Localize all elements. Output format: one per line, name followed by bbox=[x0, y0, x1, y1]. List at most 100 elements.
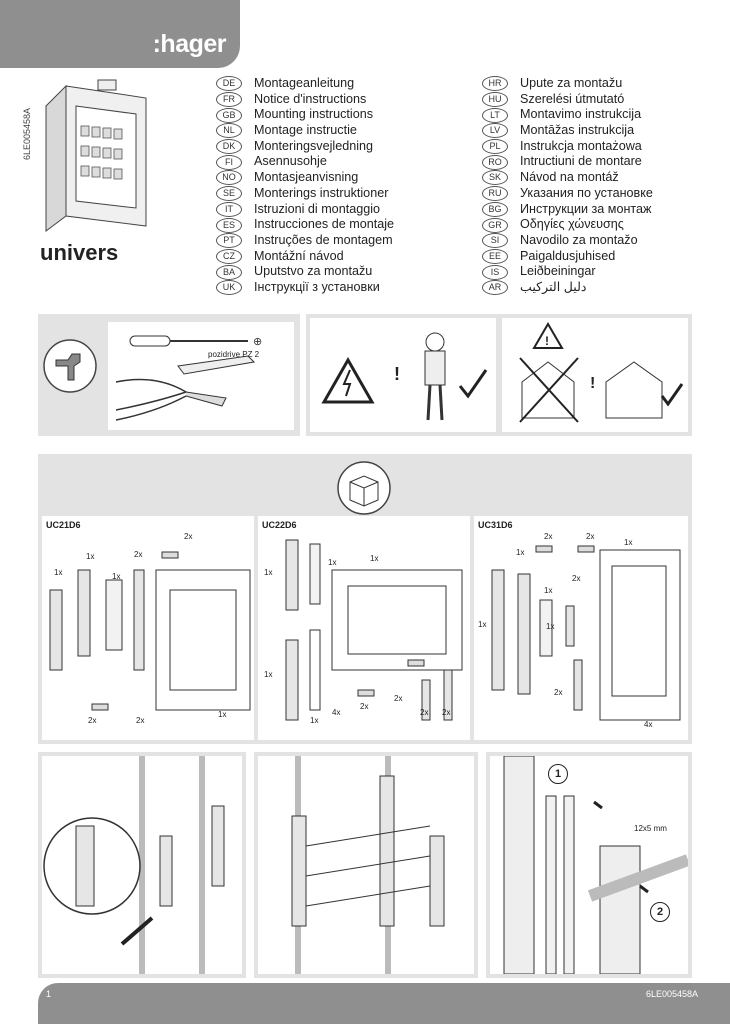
lang-title: Montavimo instrukcija bbox=[520, 107, 642, 122]
electrician-area: ! bbox=[310, 318, 496, 432]
lang-code: SI bbox=[482, 233, 508, 249]
lang-title: Инструкции за монтаж bbox=[520, 201, 652, 216]
svg-text:!: ! bbox=[590, 375, 595, 392]
svg-text:⊕: ⊕ bbox=[253, 336, 262, 348]
qty-label: 2x bbox=[442, 708, 451, 717]
qty-label: 2x bbox=[420, 708, 429, 717]
qty-label: 1x bbox=[516, 548, 525, 557]
lang-row: GB Mounting instructions bbox=[216, 107, 394, 123]
lang-code: CZ bbox=[216, 248, 242, 264]
qty-label: 2x bbox=[394, 694, 403, 703]
lang-code: AR bbox=[482, 280, 508, 296]
electrician-warning-drawing: ! bbox=[321, 332, 488, 421]
lang-title: Instrucciones de montaje bbox=[254, 217, 395, 232]
lang-title: Montage instructie bbox=[254, 123, 357, 138]
qty-label: 1x bbox=[544, 586, 553, 595]
lang-title: Notice d'instructions bbox=[254, 91, 367, 106]
lang-code: GR bbox=[482, 217, 508, 233]
step-drawing-brackets bbox=[291, 756, 445, 974]
lang-code: NO bbox=[216, 170, 242, 186]
lang-code: FR bbox=[216, 92, 242, 108]
lang-code: HU bbox=[482, 92, 508, 108]
step-area bbox=[42, 756, 242, 974]
lang-title: Montāžas instrukcija bbox=[520, 123, 635, 138]
lang-code: HR bbox=[482, 76, 508, 92]
qty-label: 2x bbox=[88, 716, 97, 725]
qty-label: 4x bbox=[332, 708, 341, 717]
lang-title: Navodilo za montažo bbox=[520, 232, 638, 247]
qty-label: 2x bbox=[544, 532, 553, 541]
tools-illustration-area: ⊕ pozidrive PZ 2 bbox=[108, 322, 294, 430]
qty-label: 1x bbox=[478, 620, 487, 629]
kit-card: UC21D6 2x 1x 1x 1x 2x 2x 2x 1x bbox=[42, 516, 254, 740]
lang-title: Leiðbeiningar bbox=[520, 264, 596, 279]
lang-title: Upute za montažu bbox=[520, 76, 623, 90]
lang-code: PT bbox=[216, 233, 242, 249]
lang-title: Intructiuni de montare bbox=[520, 154, 642, 169]
step-marker: 2 bbox=[650, 902, 670, 922]
lang-row: HR Upute za montažu bbox=[482, 76, 653, 92]
qty-label: 1x bbox=[310, 716, 319, 725]
qty-label: 2x bbox=[136, 716, 145, 725]
svg-text:!: ! bbox=[394, 364, 400, 384]
qty-label: 1x bbox=[264, 670, 273, 679]
qty-label: 1x bbox=[86, 552, 95, 561]
step-area: 1 2 12x5 mm bbox=[490, 755, 691, 975]
lang-title: Mounting instructions bbox=[254, 107, 374, 122]
lang-code: RO bbox=[482, 154, 508, 170]
lang-title: Návod na montáž bbox=[520, 170, 619, 185]
lang-title: Monteringsvejledning bbox=[254, 138, 374, 153]
footer-doc-ref: 6LE005458A bbox=[645, 989, 698, 999]
lang-title: Asennusohje bbox=[254, 154, 327, 169]
qty-label: 2x bbox=[360, 702, 369, 711]
qty-label: 1x bbox=[328, 558, 337, 567]
page-number: 1 bbox=[46, 989, 52, 999]
box-icon bbox=[337, 461, 391, 515]
lang-title: Istruzioni di montaggio bbox=[254, 201, 381, 216]
kit-parts-drawing bbox=[49, 551, 251, 711]
lang-row: ES Instrucciones de montaje bbox=[216, 217, 394, 233]
contents-panel: UC21D6 2x 1x 1x 1x 2x 2x 2x 1x UC22D6 bbox=[38, 454, 692, 744]
qty-label: 1x bbox=[218, 710, 227, 719]
tools-panel: ⊕ pozidrive PZ 2 bbox=[38, 314, 300, 436]
step-area bbox=[258, 756, 474, 974]
lang-title: Instrukcja montażowa bbox=[520, 138, 642, 153]
lang-code: BA bbox=[216, 264, 242, 280]
lang-code: GB bbox=[216, 107, 242, 123]
lang-title: Paigaldusjuhised bbox=[520, 248, 616, 263]
lang-code: FI bbox=[216, 154, 242, 170]
lang-code: DE bbox=[216, 76, 242, 92]
step-panel-1 bbox=[38, 752, 246, 978]
qty-label: 2x bbox=[572, 574, 581, 583]
tools-drawing: ⊕ bbox=[115, 335, 262, 421]
qty-label: 1x bbox=[370, 554, 379, 563]
step-drawing-rails bbox=[43, 756, 225, 974]
safety-panel: ! ! ! bbox=[306, 314, 692, 436]
step-panel-3: 1 2 12x5 mm bbox=[486, 752, 692, 978]
lang-code: ES bbox=[216, 217, 242, 233]
lang-title: Uputstvo za montažu bbox=[254, 264, 373, 279]
lang-row: GR Οδηγίες χώνευσης bbox=[482, 217, 653, 233]
lang-title: Οδηγίες χώνευσης bbox=[520, 217, 624, 232]
lang-code: IT bbox=[216, 201, 242, 217]
qty-label: 1x bbox=[546, 622, 555, 631]
house-warning-drawing: ! ! bbox=[519, 322, 684, 423]
lang-row: FI Asennusohje bbox=[216, 154, 394, 170]
lang-code: RU bbox=[482, 186, 508, 202]
kit-name: UC31D6 bbox=[478, 520, 513, 530]
qty-label: 1x bbox=[264, 568, 273, 577]
